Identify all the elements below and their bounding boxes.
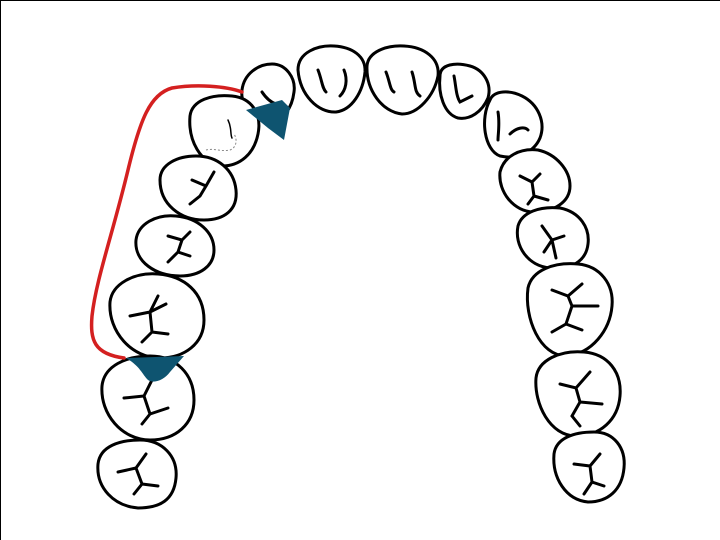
tooth-front-2 bbox=[367, 46, 438, 114]
tooth-right-premolar-2 bbox=[517, 208, 588, 269]
tooth-left-premolar-3 bbox=[136, 216, 214, 276]
tooth-front-3 bbox=[440, 64, 489, 118]
tooth-front-1 bbox=[298, 46, 365, 112]
tooth-left-molar-1 bbox=[110, 274, 204, 358]
tooth-left-premolar-2 bbox=[160, 156, 236, 220]
tooth-front-4 bbox=[485, 92, 542, 157]
